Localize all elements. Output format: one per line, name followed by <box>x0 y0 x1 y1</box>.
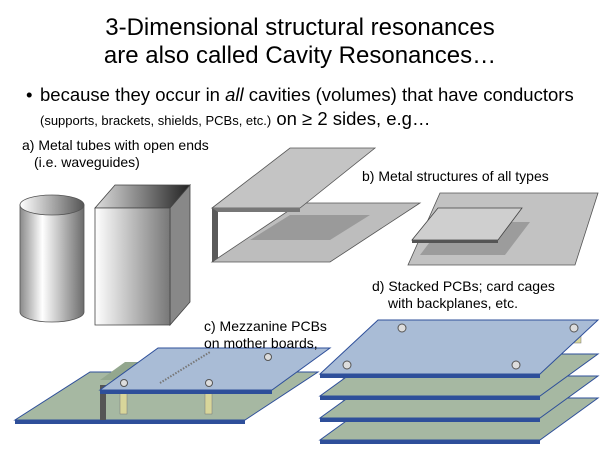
pcb-layer-1-top <box>318 319 600 378</box>
label-d-line-2: with backplanes, etc. <box>388 295 518 311</box>
title-line-2: are also called Cavity Resonances… <box>103 42 497 69</box>
bullet-point: • because they occur in all cavities (vo… <box>26 84 574 106</box>
sub-big-text: on ≥ 2 sides, e.g… <box>271 108 431 129</box>
stacked-metal-plates <box>407 192 599 266</box>
label-b: b) Metal structures of all types <box>362 168 549 184</box>
label-d-line-1: d) Stacked PCBs; card cages <box>372 278 555 294</box>
bullet-text-before: because they occur in <box>40 84 226 105</box>
bullet-emphasis: all <box>225 84 244 105</box>
rectangular-tube <box>94 183 191 327</box>
bullet-subline: (supports, brackets, shields, PCBs, etc.… <box>40 108 430 130</box>
label-a-line-1: a) Metal tubes with open ends <box>22 137 209 153</box>
z-shaped-metal-structure <box>210 147 422 263</box>
sub-small-text: (supports, brackets, shields, PCBs, etc.… <box>40 113 272 128</box>
label-c-line-2: on mother boards, <box>204 335 318 351</box>
bullet-text-after: cavities (volumes) that have conductors <box>243 84 574 105</box>
bullet-dot: • <box>26 84 33 105</box>
mezzanine-pcb-assembly <box>13 347 332 424</box>
stacked-pcb-assembly <box>318 319 600 444</box>
label-c-line-1: c) Mezzanine PCBs <box>204 318 327 334</box>
cylinder-tube <box>19 194 85 323</box>
label-a-line-2: (i.e. waveguides) <box>34 154 140 170</box>
title-line-1: 3-Dimensional structural resonances <box>105 14 495 41</box>
